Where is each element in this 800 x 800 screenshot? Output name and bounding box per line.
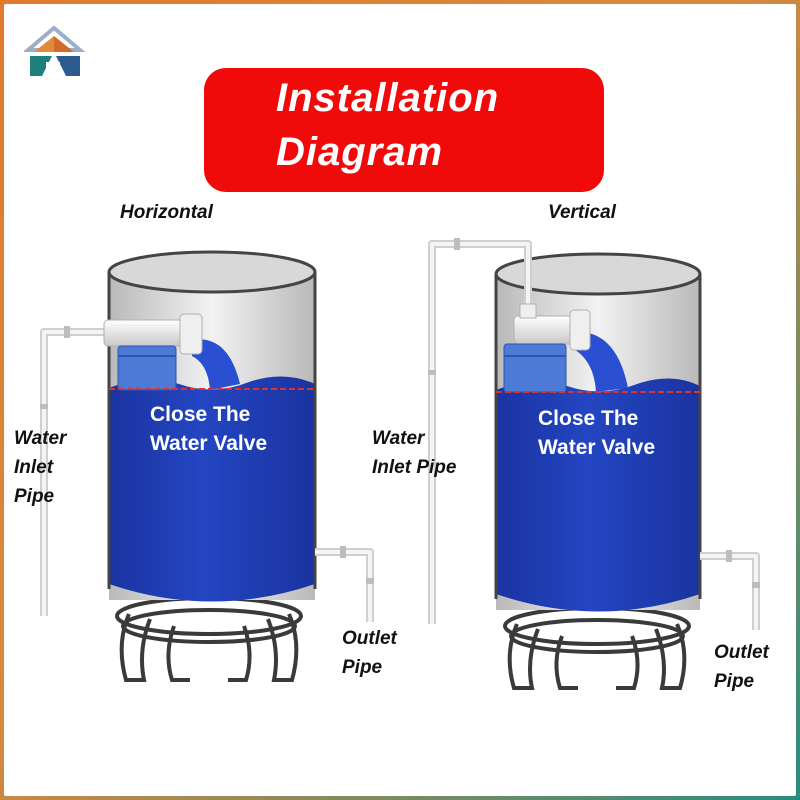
vertical-heading: Vertical: [548, 202, 616, 224]
left-tank-stand: [117, 598, 301, 680]
vertical-tank: [428, 238, 760, 688]
right-outlet-label-line-1: Outlet: [714, 638, 769, 667]
right-tank-stand: [505, 608, 689, 688]
right-close-valve-line-2: Water Valve: [538, 433, 655, 463]
left-inlet-label-line-1: Water: [14, 424, 66, 453]
left-inlet-label-line-3: Pipe: [14, 482, 54, 511]
right-close-valve-line-1: Close The: [538, 404, 638, 434]
left-close-valve-line-1: Close The: [150, 400, 250, 430]
right-inlet-label-line-2: Inlet Pipe: [372, 453, 456, 482]
left-outlet-pipe: [315, 552, 370, 622]
diagram-canvas: Installation Diagram: [4, 4, 796, 796]
right-outlet-label-line-2: Pipe: [714, 667, 754, 696]
horizontal-heading: Horizontal: [120, 202, 213, 224]
installation-artwork: [4, 4, 796, 796]
right-outlet-pipe: [700, 556, 756, 630]
horizontal-tank: [40, 252, 374, 680]
left-close-valve-line-2: Water Valve: [150, 429, 267, 459]
left-tank-rim: [109, 252, 315, 292]
right-inlet-label-line-1: Water: [372, 424, 424, 453]
left-outlet-label-line-2: Pipe: [342, 653, 382, 682]
left-outlet-label-line-1: Outlet: [342, 624, 397, 653]
right-valve-float: [504, 344, 566, 392]
left-inlet-label-line-2: Inlet: [14, 453, 53, 482]
left-valve-float: [118, 346, 176, 390]
